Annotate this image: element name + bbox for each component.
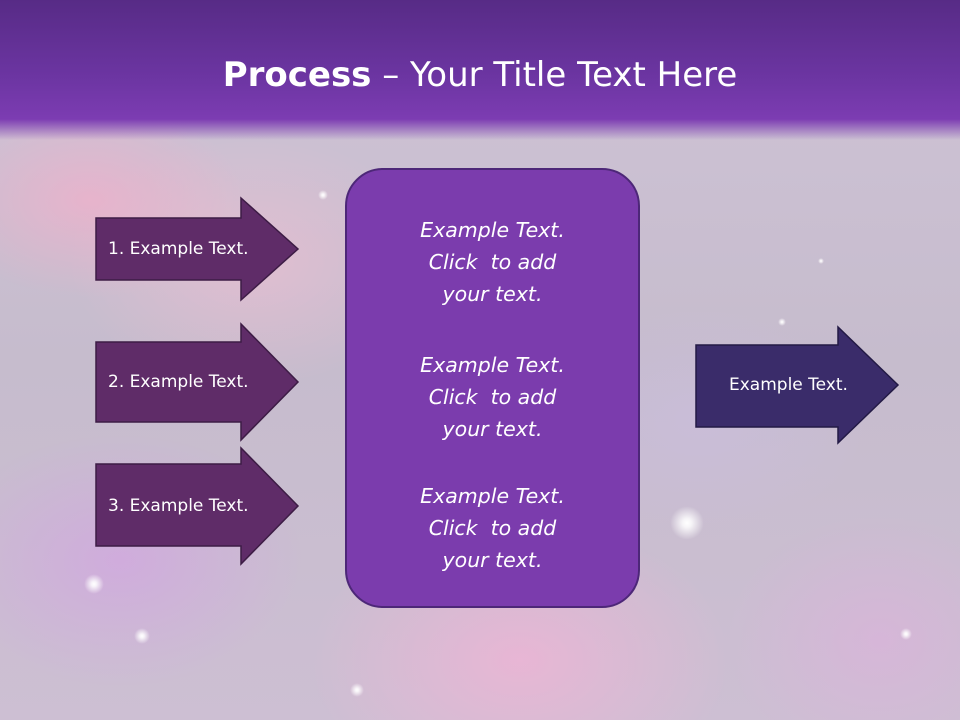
sparkle-star [84, 574, 104, 594]
title-bar [0, 0, 960, 140]
text-line: Example Text. [420, 484, 565, 508]
sparkle-star [778, 318, 786, 326]
text-block-3: Example Text. Click to add your text. [347, 480, 638, 576]
text-line: Example Text. [420, 218, 565, 242]
slide-title-rest: – Your Title Text Here [371, 55, 738, 95]
arrow-shape [695, 325, 900, 445]
text-block-1: Example Text. Click to add your text. [347, 214, 638, 310]
arrow-shape [95, 446, 300, 566]
text-line: your text. [442, 282, 543, 306]
arrow-label: 3. Example Text. [108, 496, 249, 516]
process-step-arrow-3[interactable]: 3. Example Text. [95, 446, 300, 566]
text-line: your text. [442, 417, 543, 441]
text-line: Example Text. [420, 353, 565, 377]
process-step-arrow-2[interactable]: 2. Example Text. [95, 322, 300, 442]
sparkle-star [670, 506, 704, 540]
arrow-label: 1. Example Text. [108, 239, 249, 259]
arrow-label: 2. Example Text. [108, 372, 249, 392]
sparkle-star [818, 258, 824, 264]
text-block-2: Example Text. Click to add your text. [347, 349, 638, 445]
slide-title[interactable]: Process – Your Title Text Here [0, 50, 960, 100]
text-line: your text. [442, 548, 543, 572]
sparkle-star [900, 628, 912, 640]
arrow-shape [95, 196, 300, 302]
text-line: Click to add [428, 516, 557, 540]
arrow-label: Example Text. [729, 375, 848, 395]
text-line: Click to add [428, 385, 557, 409]
arrow-shape [95, 322, 300, 442]
sparkle-star [350, 683, 364, 697]
process-step-arrow-1[interactable]: 1. Example Text. [95, 196, 300, 302]
result-arrow[interactable]: Example Text. [695, 325, 900, 445]
text-line: Click to add [428, 250, 557, 274]
sparkle-star [318, 190, 328, 200]
center-text-box[interactable]: Example Text. Click to add your text. Ex… [345, 168, 640, 608]
slide-title-bold: Process [222, 55, 372, 95]
sparkle-star [134, 628, 150, 644]
